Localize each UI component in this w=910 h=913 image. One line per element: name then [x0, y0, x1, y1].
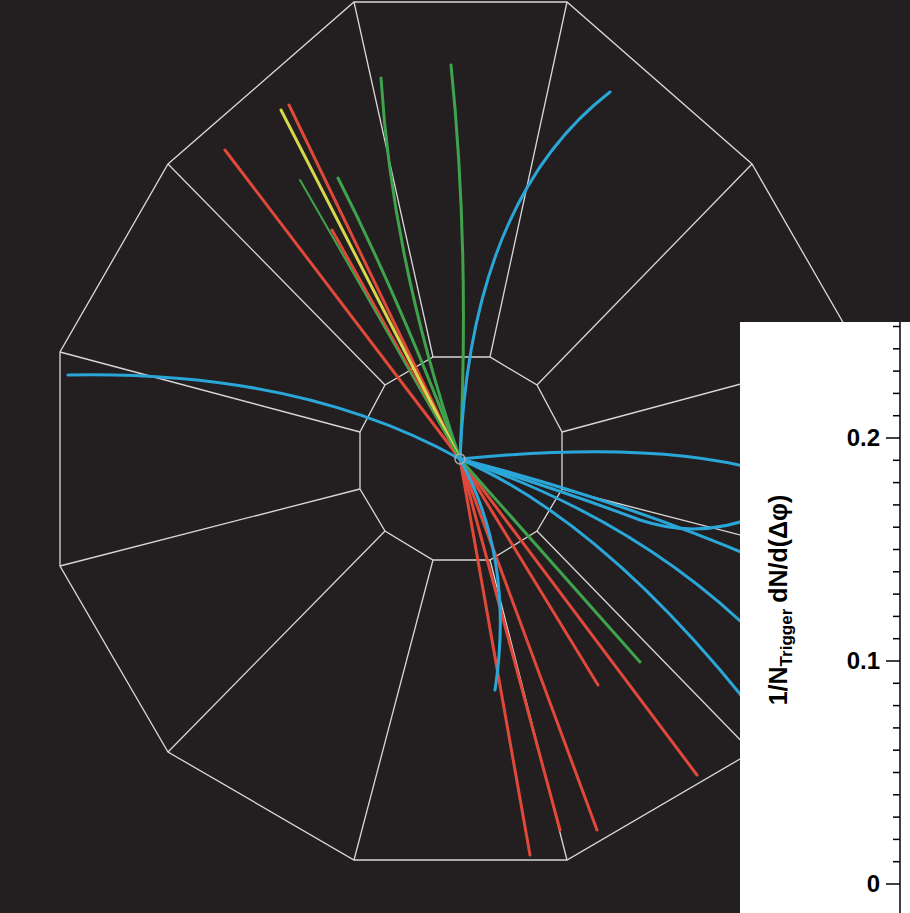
minor-tick: [893, 727, 900, 729]
minor-tick: [893, 504, 900, 506]
axis-title-part: dN/d(Δφ): [764, 495, 792, 603]
tick-label: 0.1: [847, 647, 880, 675]
tick-label: 0: [867, 870, 880, 898]
minor-tick: [893, 571, 900, 573]
tick-label: 0.2: [847, 424, 880, 452]
minor-tick: [893, 749, 900, 751]
y-axis: [886, 322, 900, 913]
minor-tick: [893, 549, 900, 551]
axis-subscript: Trigger: [777, 609, 796, 667]
minor-tick: [893, 794, 900, 796]
minor-tick: [893, 348, 900, 350]
minor-tick: [893, 370, 900, 372]
major-tick: [886, 660, 900, 662]
minor-tick: [893, 616, 900, 618]
minor-tick: [893, 415, 900, 417]
vertex-marker: [455, 454, 465, 464]
minor-tick: [893, 816, 900, 818]
axis-title: 1/NTrigger dN/d(Δφ): [764, 495, 793, 706]
minor-tick: [893, 705, 900, 707]
minor-tick: [893, 772, 900, 774]
minor-tick: [893, 593, 900, 595]
minor-tick: [893, 326, 900, 328]
minor-tick: [893, 460, 900, 462]
minor-tick: [893, 839, 900, 841]
minor-tick: [893, 861, 900, 863]
major-tick: [886, 883, 900, 885]
particle-tracks: [68, 65, 760, 855]
minor-tick: [893, 482, 900, 484]
minor-tick: [893, 683, 900, 685]
minor-tick: [893, 526, 900, 528]
axis-title-part: 1/N: [764, 666, 792, 705]
major-tick: [886, 437, 900, 439]
minor-tick: [893, 638, 900, 640]
minor-tick: [893, 393, 900, 395]
chart-panel: [740, 322, 910, 913]
